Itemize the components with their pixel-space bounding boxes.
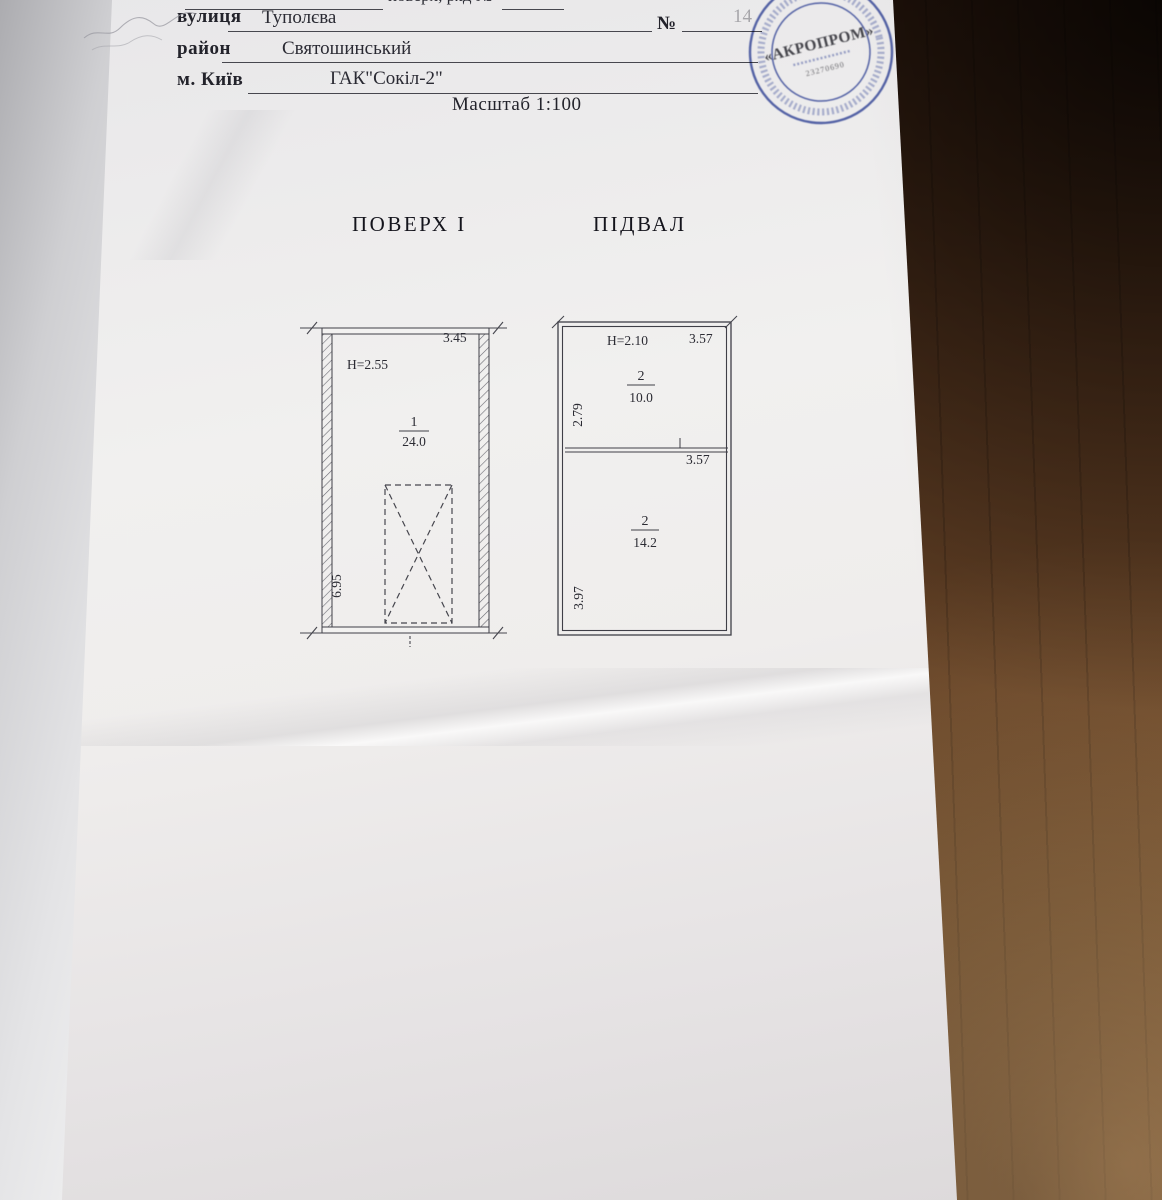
street-underline xyxy=(228,31,652,32)
city-label: м. Київ xyxy=(177,69,244,90)
pencil-marks xyxy=(83,12,197,51)
street-value: Туполєва xyxy=(262,7,337,28)
floor1-room-area: 24.0 xyxy=(402,434,426,449)
number-underline xyxy=(682,31,762,32)
stamp-code: 23270690 xyxy=(805,60,846,78)
basement-mid-dimension: 3.57 xyxy=(686,452,710,467)
floor1-title: ПОВЕРХ I xyxy=(352,212,467,236)
stamp-title: «АКРОПРОМ» xyxy=(762,22,875,66)
floor1-height-mark: H=2.55 xyxy=(347,357,388,372)
basement-plan: H=2.10 3.57 2 10.0 2.79 3.57 2 14.2 3.97 xyxy=(551,315,738,636)
floor1-plan: 3.45 H=2.55 1 24.0 6.95 xyxy=(300,321,507,647)
form-row0-underline-left xyxy=(185,9,383,10)
street-label: вулиця xyxy=(177,6,242,27)
form-row0-label: поверх, ряд № xyxy=(388,0,492,6)
basement-height-mark: H=2.10 xyxy=(607,333,648,348)
stamp-inner-ring xyxy=(771,2,871,102)
floor1-dimension-ticks xyxy=(300,321,507,647)
floor1-top-dimension: 3.45 xyxy=(443,330,467,345)
number-sign: № xyxy=(657,13,677,34)
basement-upper-room-area: 10.0 xyxy=(629,390,653,405)
paper-crease-top xyxy=(62,110,380,260)
basement-lower-left-dimension: 3.97 xyxy=(571,586,586,610)
stamp-outer-ring xyxy=(748,0,894,125)
basement-walls xyxy=(557,321,732,636)
basement-lower-room-number: 2 xyxy=(642,514,649,529)
basement-title: ПІДВАЛ xyxy=(593,212,687,236)
number-value: 14 xyxy=(733,6,752,27)
stamp-ring-text-band xyxy=(757,0,885,116)
floor1-left-dimension: 6.95 xyxy=(329,574,344,598)
floor1-inspection-pit xyxy=(384,484,453,624)
basement-upper-room-number: 2 xyxy=(638,369,645,384)
akroprom-stamp: «АКРОПРОМ» 23270690 xyxy=(748,0,894,125)
form-row0-underline-right xyxy=(502,9,564,10)
paper-crease-middle xyxy=(62,668,957,746)
floor1-walls xyxy=(321,327,490,634)
scale-text: Масштаб 1:100 xyxy=(452,94,582,115)
basement-upper-left-dimension: 2.79 xyxy=(570,403,585,427)
district-label: район xyxy=(177,38,231,59)
basement-dimension-ticks xyxy=(551,315,738,329)
basement-top-dimension: 3.57 xyxy=(689,331,713,346)
city-value: ГАК"Сокіл-2" xyxy=(330,68,443,89)
district-underline xyxy=(222,62,758,63)
floor1-room-number: 1 xyxy=(411,415,418,430)
basement-lower-room-area: 14.2 xyxy=(633,535,657,550)
city-underline xyxy=(248,93,758,94)
district-value: Святошинський xyxy=(282,38,412,59)
